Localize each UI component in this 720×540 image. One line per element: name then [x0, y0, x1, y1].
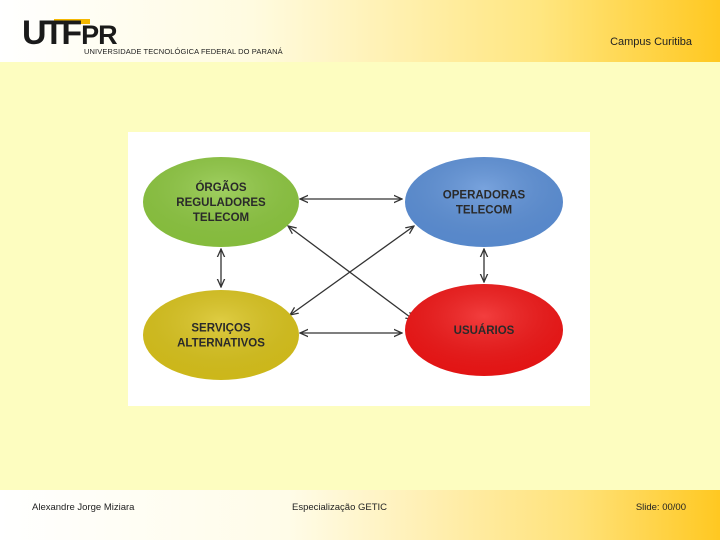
- campus-label: Campus Curitiba: [610, 36, 692, 48]
- node-orgaos-label: REGULADORES: [176, 197, 266, 209]
- slide-header: UTFPR UNIVERSIDADE TECNOLÓGICA FEDERAL D…: [0, 0, 720, 62]
- node-orgaos-label: TELECOM: [193, 212, 249, 224]
- node-operadoras-label: OPERADORAS: [443, 190, 526, 202]
- diagram-card: ÓRGÃOS REGULADORES TELECOM OPERADORAS TELECO…: [128, 132, 590, 406]
- node-usuarios: USUÁRIOS: [405, 284, 563, 376]
- node-usuarios-shading: [405, 284, 563, 376]
- relationship-diagram: ÓRGÃOS REGULADORES TELECOM OPERADORAS TELECO…: [143, 157, 563, 380]
- node-operadoras-label: TELECOM: [456, 205, 512, 217]
- course-name: Especialização GETIC: [292, 502, 388, 513]
- node-orgaos-shading: [143, 157, 299, 247]
- node-usuarios-label: USUÁRIOS: [454, 324, 515, 337]
- node-orgaos-label: ÓRGÃOS: [195, 181, 246, 194]
- university-name: UNIVERSIDADE TECNOLÓGICA FEDERAL DO PARA…: [84, 47, 283, 56]
- utfpr-logo: UTFPR: [10, 8, 130, 52]
- node-servicos-label: SERVIÇOS: [191, 323, 251, 335]
- node-operadoras-shading: [405, 157, 563, 247]
- logo-text: UTFPR: [22, 14, 118, 52]
- author-name: Alexandre Jorge Miziara: [32, 502, 135, 513]
- node-operadoras: OPERADORAS TELECOM: [405, 157, 563, 247]
- edge-operadoras-servicos: [290, 226, 414, 315]
- slide-number: Slide: 00/00: [635, 502, 686, 513]
- logo-accent-bar: [54, 19, 90, 24]
- node-servicos-label: ALTERNATIVOS: [177, 338, 265, 350]
- slide-footer: Alexandre Jorge Miziara Especialização G…: [0, 490, 720, 540]
- node-servicos-shading: [143, 290, 299, 380]
- node-servicos: SERVIÇOS ALTERNATIVOS: [143, 290, 299, 380]
- node-orgaos: ÓRGÃOS REGULADORES TELECOM: [143, 157, 299, 247]
